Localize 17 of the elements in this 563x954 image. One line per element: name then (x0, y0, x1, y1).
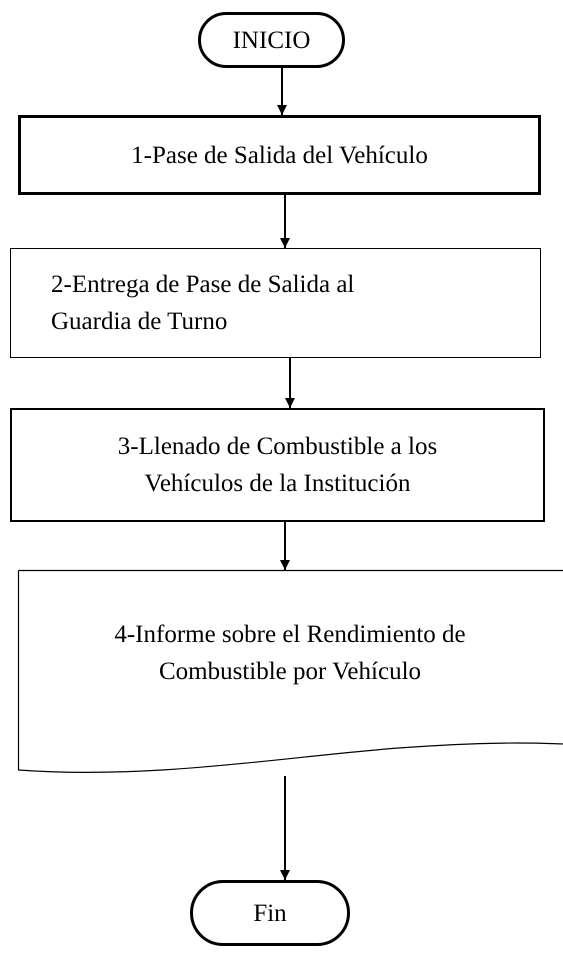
step-text: 4-Informe sobre el Rendimiento de Combustible por Vehículo (113, 620, 467, 687)
arrow (277, 68, 287, 115)
arrow (285, 358, 295, 408)
terminator-shape (190, 880, 350, 946)
arrow (280, 776, 290, 880)
step-text: 2-Entrega de Pase de Salida al Guardia de Turno (51, 270, 356, 337)
process-box (18, 115, 541, 195)
document-shape (18, 570, 562, 776)
step-text: 1-Pase de Salida del Vehículo (131, 140, 428, 170)
arrow (280, 522, 290, 570)
step-text: Fin (253, 898, 287, 928)
terminator-shape (198, 12, 345, 68)
step-text: 3-Llenado de Combustible a los Vehículos de la Institución (116, 432, 438, 499)
process-box (10, 408, 545, 522)
process-box (10, 248, 541, 358)
step-text: INICIO (232, 26, 310, 56)
arrow (280, 195, 290, 248)
